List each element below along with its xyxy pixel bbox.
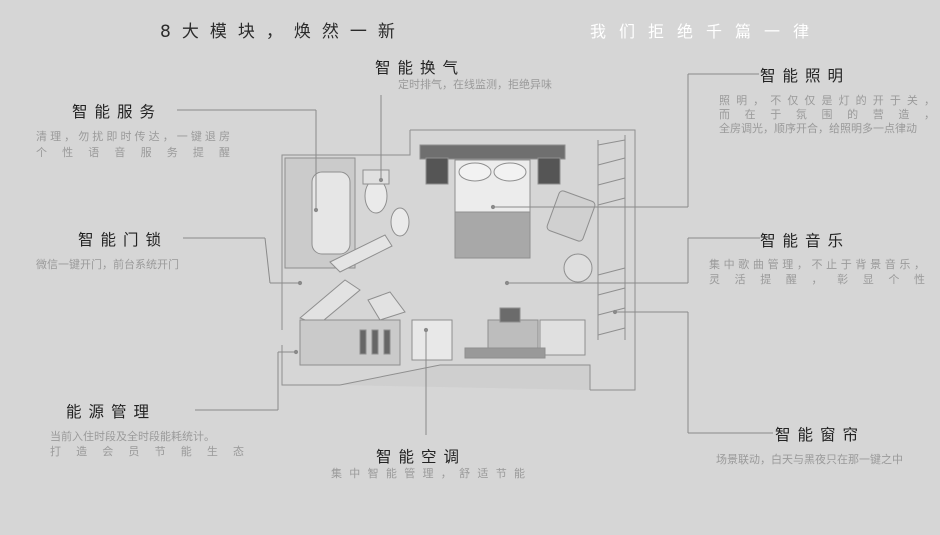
- desk-icon: [487, 319, 539, 353]
- armchair-icon: [546, 190, 596, 242]
- headboard: [419, 144, 566, 160]
- feature-service-desc-2: 个性语音服务提醒: [36, 146, 230, 159]
- feature-curtain-title: 智能窗帘: [775, 426, 866, 444]
- feature-lock-desc: 微信一键开门，前台系统开门: [36, 258, 179, 271]
- feature-lighting-desc-1: 照明，不仅仅是灯的开于关，: [719, 94, 935, 107]
- feature-service-desc-1: 清理，勿扰即时传达，一键退房: [36, 130, 230, 143]
- side-table-icon: [563, 253, 593, 283]
- feature-ac-desc: 集中智能管理，舒适节能: [331, 467, 525, 480]
- feature-lighting-desc-2: 而在于氛围的营造，: [719, 108, 935, 121]
- feature-lighting-desc-3: 全房调光，顺序开合，给照明多一点律动: [719, 122, 917, 135]
- wardrobe: [411, 319, 453, 361]
- feature-energy-desc-2: 打造会员节能生态: [50, 445, 244, 458]
- feature-lighting-title: 智能照明: [760, 67, 851, 85]
- closet: [299, 319, 401, 366]
- leader-lines: [177, 73, 773, 435]
- feature-lock-title: 智能门锁: [78, 231, 169, 249]
- feature-curtain-desc: 场景联动，白天与黑夜只在那一键之中: [716, 453, 903, 466]
- feature-ac-title: 智能空调: [376, 448, 467, 466]
- feature-energy-title: 能源管理: [66, 403, 157, 421]
- sink-icon: [390, 207, 410, 237]
- feature-music-desc-1: 集中歌曲管理，不止于背景音乐，: [709, 258, 925, 271]
- feature-energy-desc-1: 当前入住时段及全时段能耗统计。: [50, 430, 215, 443]
- feature-ventilation-desc: 定时排气，在线监测，拒绝异味: [398, 78, 552, 91]
- tagline: 我们拒绝千篇一律: [590, 22, 823, 41]
- bathtub-icon: [311, 171, 351, 255]
- feature-music-desc-2: 灵活提醒，彰显个性: [709, 273, 925, 286]
- feature-ventilation-title: 智能换气: [375, 59, 466, 77]
- feature-service-title: 智能服务: [72, 103, 163, 121]
- outer-wall: [410, 129, 636, 391]
- feature-music-title: 智能音乐: [760, 232, 851, 250]
- headline: 8大模块，焕然一新: [160, 22, 406, 42]
- feature-ventilation: 智能换气: [375, 56, 465, 78]
